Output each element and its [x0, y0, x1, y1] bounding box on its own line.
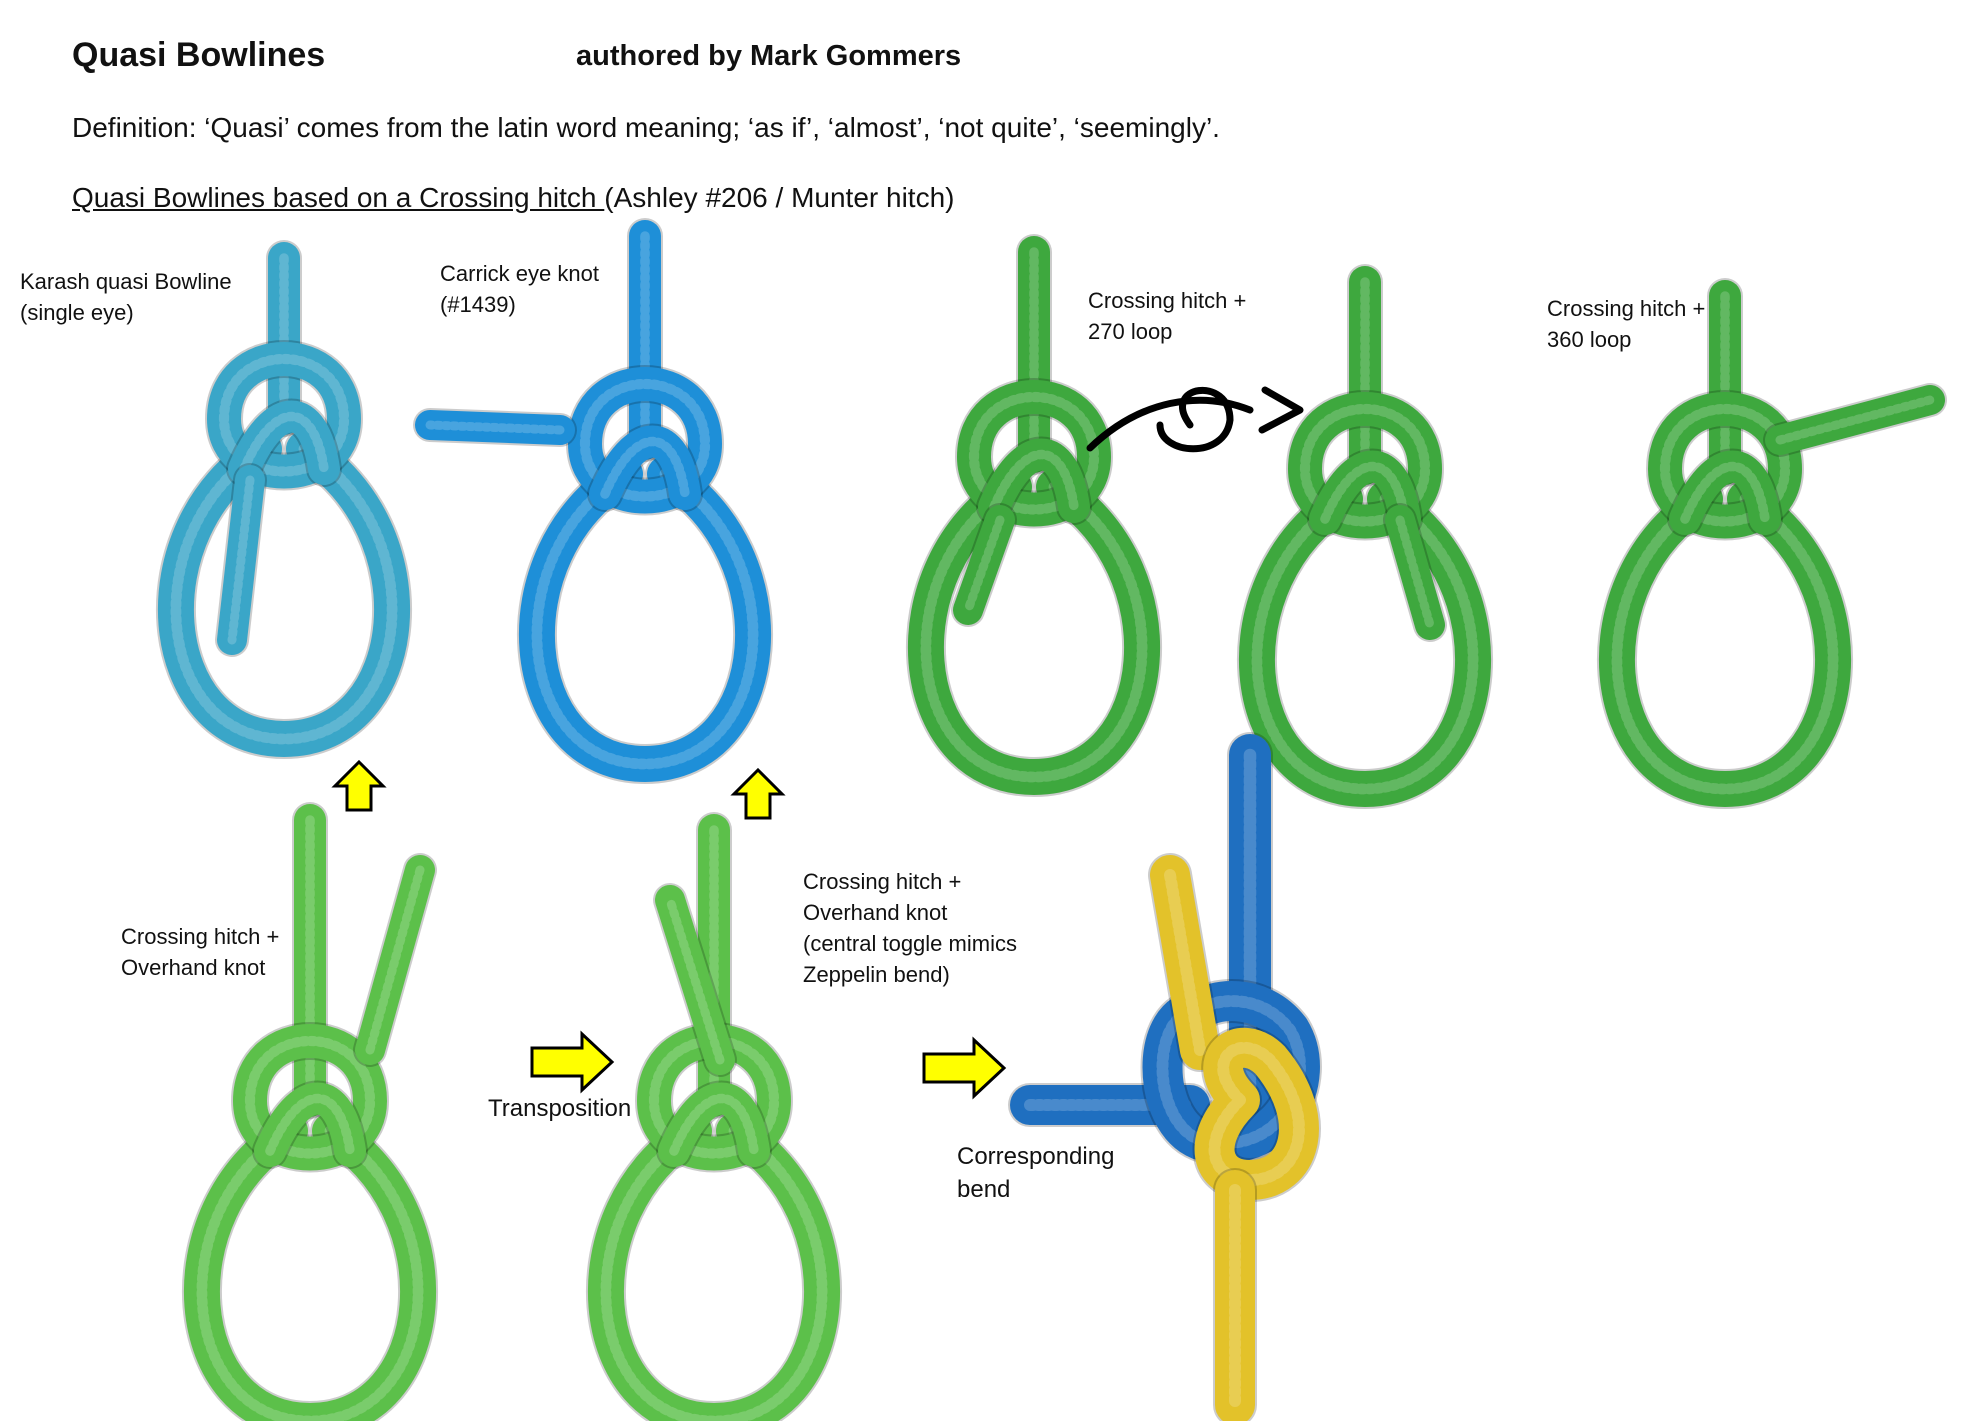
rope-strand — [415, 410, 575, 445]
definition-text: Definition: ‘Quasi’ comes from the latin… — [72, 112, 1220, 143]
knot-360-loop — [1597, 278, 1947, 810]
rope-strand — [658, 1082, 770, 1167]
section-heading: Quasi Bowlines based on a Crossing hitch… — [72, 182, 954, 214]
knot-carrick — [413, 218, 773, 785]
label-karash: Karash quasi Bowline (single eye) — [20, 269, 232, 325]
knot-karash — [156, 240, 412, 760]
label-zeppelin: Crossing hitch + Overhand knot (central … — [803, 869, 1017, 987]
label-carrick: Carrick eye knot (#1439) — [440, 261, 599, 317]
rope-strand — [908, 469, 1160, 796]
arrow-right-icon — [530, 1030, 615, 1094]
knot-corresponding-bend — [1008, 732, 1322, 1421]
label-270-loop: Crossing hitch + 270 loop — [1088, 288, 1247, 344]
rope-strand — [519, 456, 771, 783]
rope-strand — [1150, 855, 1220, 1070]
rope-strand — [1239, 481, 1491, 808]
knot-270-loop-alt — [1237, 264, 1493, 810]
rope-strand — [1194, 1027, 1319, 1201]
rope-strand — [228, 400, 340, 485]
label-overhand: Crossing hitch + Overhand knot — [121, 924, 280, 980]
section-heading-underlined: Quasi Bowlines based on a Crossing hitch — [72, 182, 605, 213]
rope-strand — [1309, 450, 1421, 535]
rope-strand — [158, 431, 410, 758]
document-title: Quasi Bowlines — [72, 36, 326, 74]
rope-strand — [254, 1082, 366, 1167]
arrow-head-icon — [1258, 386, 1304, 434]
rope-strand — [1385, 505, 1445, 640]
rope-strand — [588, 1113, 840, 1421]
loop-arrow-icon — [1086, 386, 1254, 453]
knot-overhand — [182, 802, 438, 1421]
rope-strand — [1142, 981, 1320, 1164]
rope-strand — [655, 885, 735, 1075]
section-heading-rest: (Ashley #206 / Munter hitch) — [604, 182, 955, 213]
label-360-loop: Crossing hitch + 360 loop — [1547, 296, 1706, 352]
rope-strand — [1669, 450, 1781, 535]
arrow-up-icon — [730, 767, 786, 820]
knot-transposed — [586, 812, 842, 1421]
author-line: authored by Mark Gommers — [576, 40, 962, 72]
rope-strand — [589, 425, 701, 510]
rope-strand — [978, 438, 1090, 523]
rope-strand — [355, 855, 435, 1065]
label-corresponding-bend: Corresponding bend — [957, 1143, 1115, 1203]
label-transposition: Transposition — [488, 1095, 632, 1122]
rope-strand — [184, 1113, 436, 1421]
knot-270-loop — [906, 234, 1162, 798]
arrow-right-icon — [922, 1036, 1007, 1100]
arrow-up-icon — [331, 759, 387, 812]
rope-strand — [1765, 385, 1945, 455]
rope-strand — [1599, 481, 1851, 808]
rope-strand — [217, 465, 265, 655]
rope-strand — [953, 505, 1015, 625]
